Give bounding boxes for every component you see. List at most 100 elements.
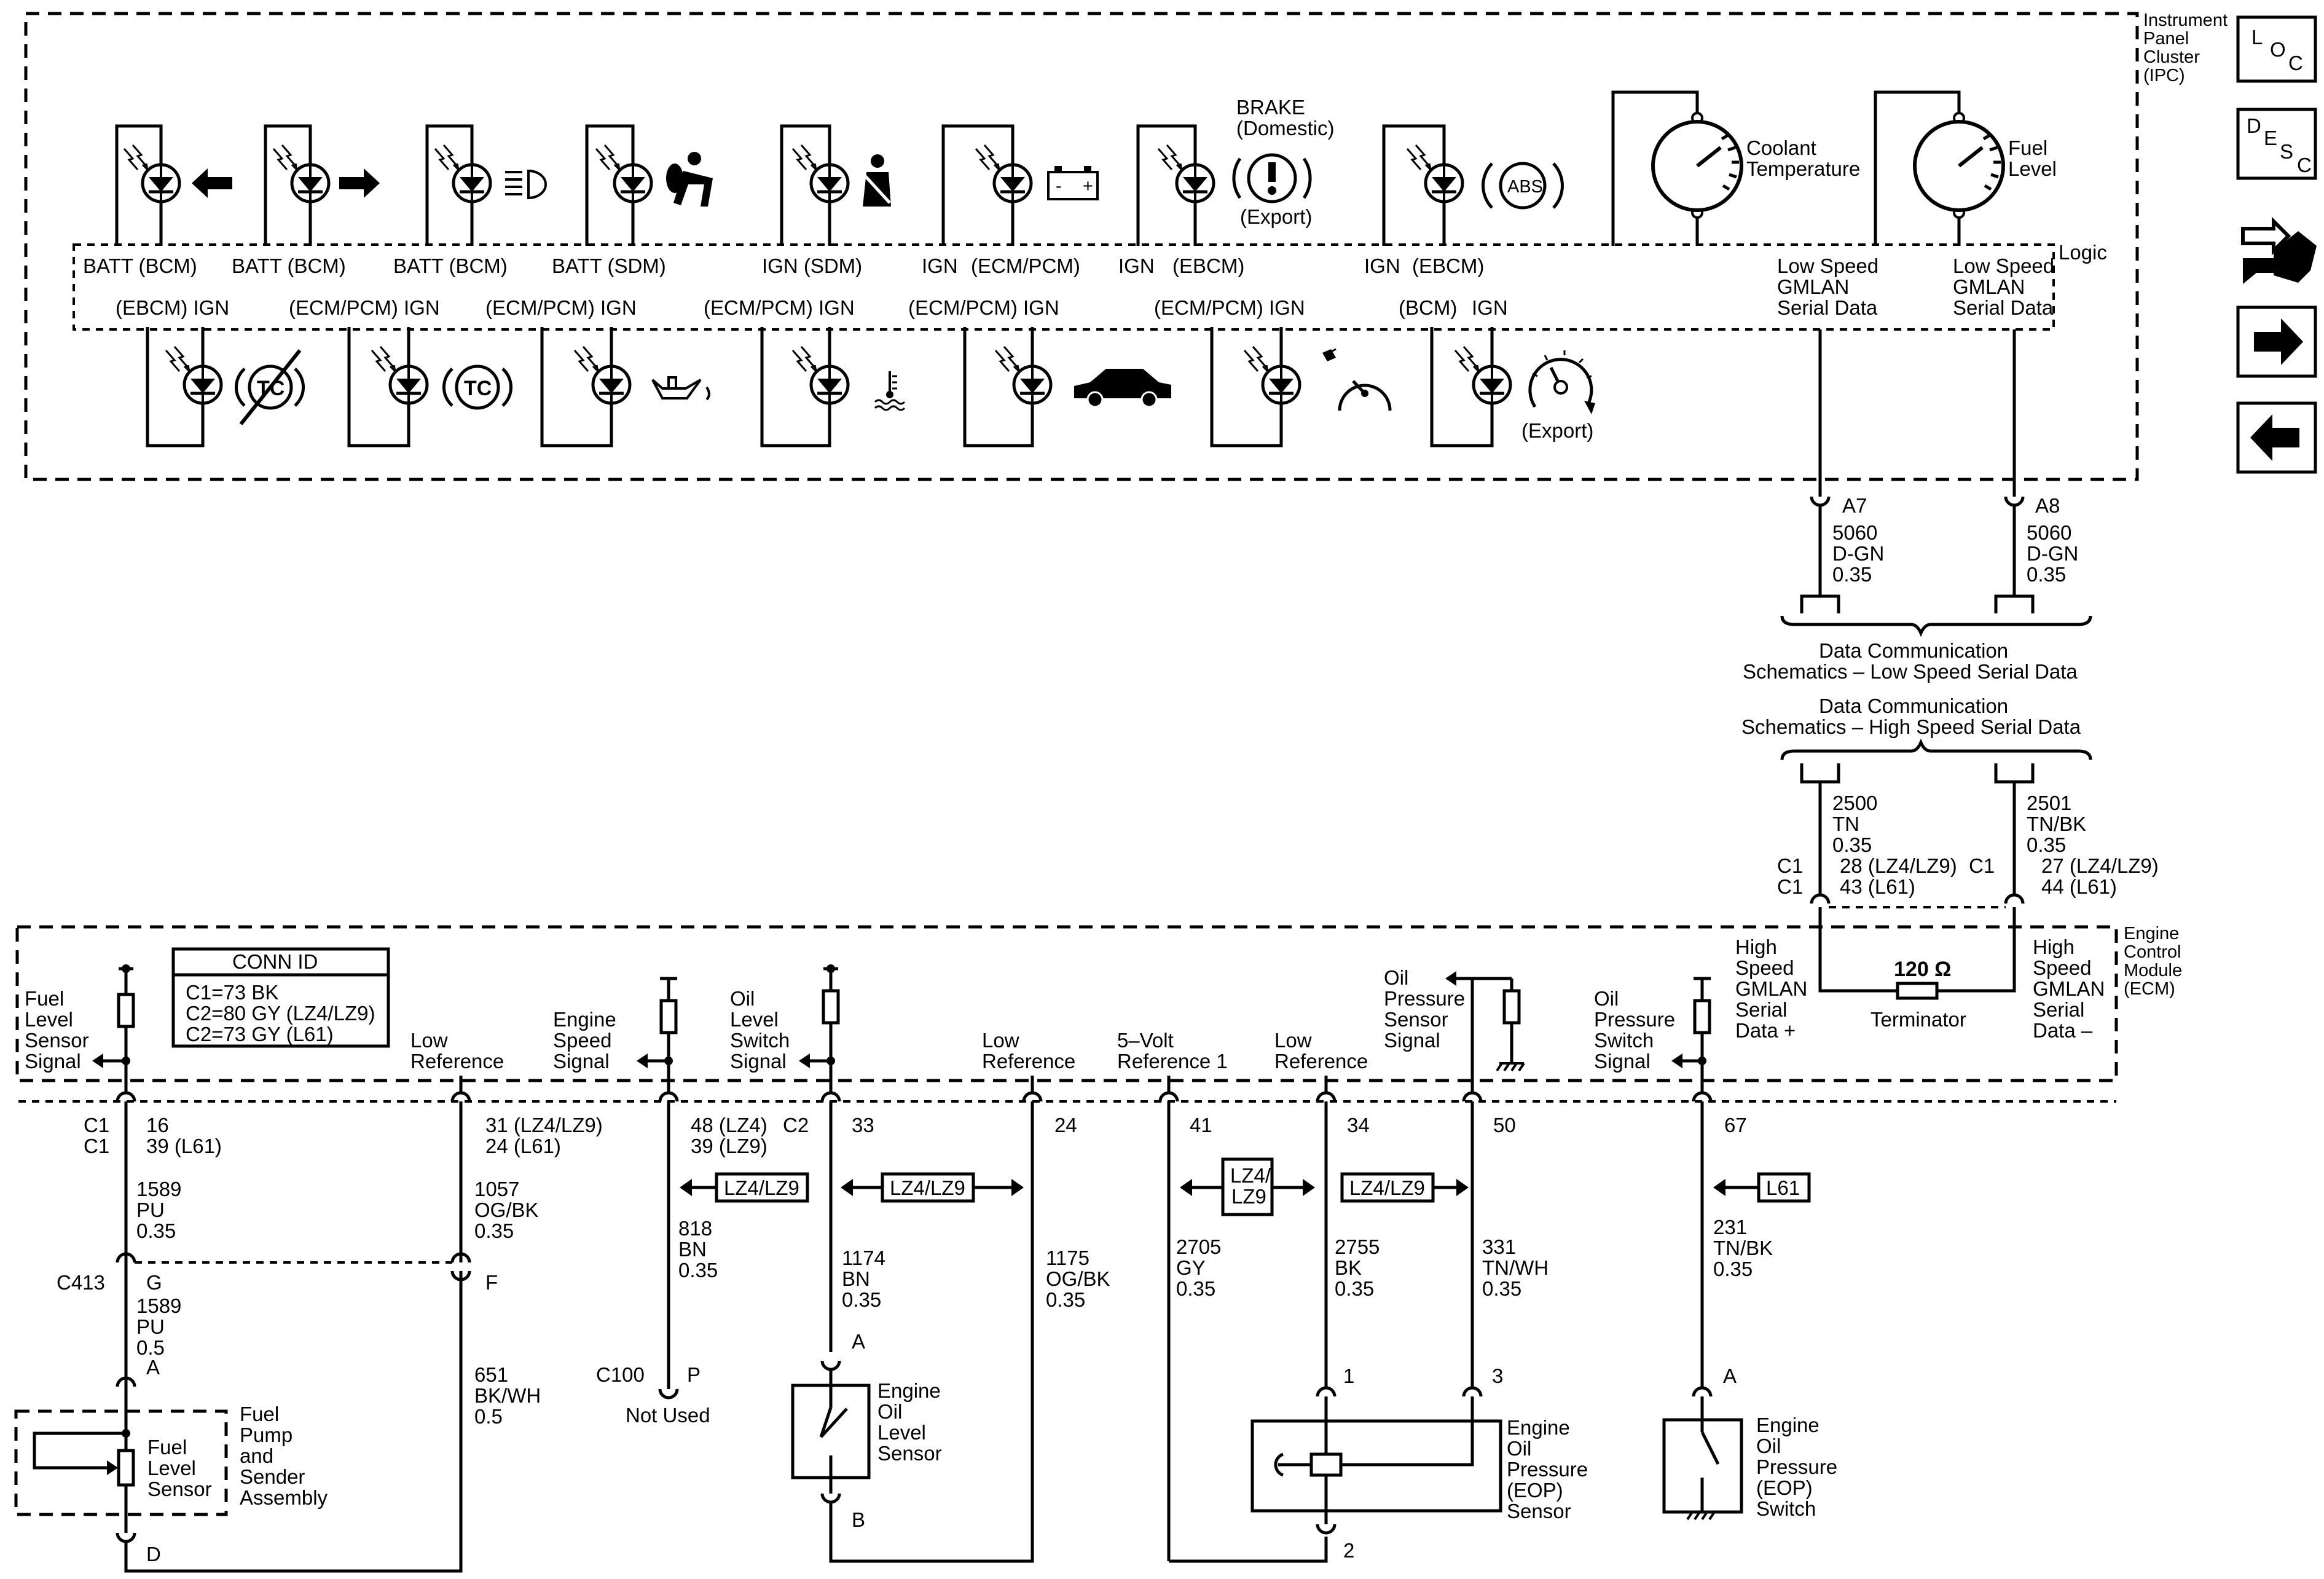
component-label: Fuel <box>147 1436 187 1459</box>
speedometer-icon <box>1322 348 1392 411</box>
lamp-label: BATT (SDM) <box>552 254 666 277</box>
conn-id-line: C1=73 BK <box>186 981 278 1004</box>
pin-label: 2 <box>1343 1539 1354 1562</box>
gauge-label: Coolant <box>1746 136 1816 159</box>
conn-id-line: C2=80 GY (LZ4/LZ9) <box>186 1002 375 1025</box>
bottom-lamps: TC (EBCM) IGN TC (ECM/PCM) IGN (ECM/PCM)… <box>116 296 1595 447</box>
lamp-label: (ECM/PCM) IGN <box>289 296 440 319</box>
wire-label: 5060 <box>1832 521 1877 544</box>
lamp-label: (EBCM) <box>1172 254 1244 277</box>
component-label: Sender <box>240 1465 305 1488</box>
conn-label: C413 <box>57 1271 105 1294</box>
vref-circuit: 41 LZ4/ LZ9 2705 GY 0.35 <box>1167 1101 1328 1563</box>
logic-label: Logic <box>2059 241 2107 264</box>
terminator-resistor <box>1896 982 1939 1000</box>
loc-button[interactable]: L O C <box>2236 15 2317 83</box>
wire-label: 0.35 <box>1832 833 1872 856</box>
svg-text:GMLAN: GMLAN <box>1735 977 1807 1000</box>
traction-off-icon: TC <box>235 349 305 425</box>
low-speed-gmlan-labels: Low Speed GMLAN Serial Data Low Speed GM… <box>1777 254 2054 319</box>
svg-text:Oil: Oil <box>1594 987 1619 1010</box>
left-turn-arrow-icon <box>192 168 232 198</box>
lamp-label: BATT (BCM) <box>393 254 508 277</box>
gauges: Coolant Temperature Fuel Level <box>1611 90 2057 246</box>
pin-label: A <box>1723 1364 1737 1387</box>
pin-label: 39 (L61) <box>146 1135 222 1157</box>
battery-icon: - + <box>1047 166 1099 200</box>
svg-text:Switch: Switch <box>1594 1029 1654 1052</box>
wire-label: 1589 <box>136 1178 181 1200</box>
conn-id-title: CONN ID <box>232 950 318 973</box>
nav-buttons: L O C D E S C <box>2236 15 2317 474</box>
svg-text:Reference: Reference <box>1274 1050 1368 1073</box>
ipc-title-line: Panel <box>2143 29 2189 49</box>
component-label: Switch <box>1756 1497 1816 1520</box>
not-used-label: Not Used <box>626 1404 710 1427</box>
wire-label: 2755 <box>1335 1235 1380 1258</box>
svg-text:Speed: Speed <box>1735 956 1794 979</box>
option-tag: LZ4/LZ9 <box>724 1176 799 1199</box>
wire-label: 2705 <box>1176 1235 1221 1258</box>
ipc-title-line: (IPC) <box>2143 66 2185 85</box>
desc-button[interactable]: D E S C <box>2236 108 2317 180</box>
gmlan-label: Serial Data <box>1777 296 1878 319</box>
component-label: Engine <box>1507 1416 1570 1439</box>
svg-text:Signal: Signal <box>553 1050 610 1073</box>
engine-speed-circuit: 48 (LZ4) 39 (LZ9) LZ4/LZ9 818 BN 0.35 C1… <box>596 1101 809 1427</box>
ecm-internal <box>92 964 1711 1093</box>
right-arrow-icon[interactable] <box>2236 305 2317 378</box>
pin-label: 48 (LZ4) <box>691 1114 767 1136</box>
svg-text:Signal: Signal <box>1594 1050 1651 1073</box>
svg-text:Data +: Data + <box>1735 1019 1796 1042</box>
svg-text:High: High <box>1735 935 1777 958</box>
conn-label: C1 <box>84 1114 109 1136</box>
wire-label: 0.35 <box>1482 1277 1521 1300</box>
wire-label: OG/BK <box>1046 1267 1110 1290</box>
conn-id-line: C2=73 GY (L61) <box>186 1023 334 1045</box>
pin-label: 3 <box>1492 1364 1503 1387</box>
wire-label: 0.35 <box>2027 563 2066 586</box>
svg-text:Module: Module <box>2124 961 2182 980</box>
pin-label: 16 <box>146 1114 169 1136</box>
wire-label: 1057 <box>474 1178 519 1200</box>
svg-text:E: E <box>2264 127 2277 149</box>
svg-text:Sensor: Sensor <box>1384 1008 1448 1031</box>
wire-label: 0.35 <box>1046 1288 1085 1311</box>
wire-label: 818 <box>678 1217 712 1240</box>
lamp-label: IGN <box>922 254 958 277</box>
svg-text:Oil: Oil <box>1384 966 1408 989</box>
gmlan-label: Low Speed <box>1777 254 1878 277</box>
eop-sensor-circuit: 34 LZ4/LZ9 2755 BK 0.35 1 50 331 TN/WH 0… <box>1250 1101 1588 1562</box>
fuel-level-circuit: C1 C1 16 39 (L61) 1589 PU 0.35 C413 G 15… <box>14 1101 463 1573</box>
conn-label: C1 <box>1777 875 1803 898</box>
component-label: Engine <box>877 1379 941 1402</box>
option-tag: LZ9 <box>1231 1185 1266 1208</box>
lamp-label: (EBCM) IGN <box>116 296 229 319</box>
pin-label: A8 <box>2035 494 2060 517</box>
component-label: Engine <box>1756 1414 1820 1436</box>
lamp-label: (EBCM) <box>1412 254 1484 277</box>
svg-text:Speed: Speed <box>2033 956 2091 979</box>
wire-label: 0.35 <box>136 1219 176 1242</box>
gmlan-label: Low Speed <box>1953 254 2054 277</box>
pin-label: G <box>146 1271 162 1294</box>
ipc-title-line: Cluster <box>2143 47 2200 67</box>
component-label: (EOP) <box>1507 1479 1563 1502</box>
pin-label: 33 <box>852 1114 874 1136</box>
component-label: and <box>240 1444 273 1467</box>
wire-label: BN <box>678 1238 707 1261</box>
svg-text:GMLAN: GMLAN <box>2033 977 2105 1000</box>
gmlan-label: Serial Data <box>1953 296 2054 319</box>
pin-label: 24 (L61) <box>485 1135 561 1157</box>
pin-label: 50 <box>1493 1114 1516 1136</box>
svg-text:Control: Control <box>2124 942 2181 962</box>
wire-label: 0.35 <box>1335 1277 1374 1300</box>
left-arrow-icon[interactable] <box>2236 401 2317 474</box>
abs-icon: ABS <box>1482 162 1564 210</box>
connector-icon[interactable] <box>2241 216 2317 284</box>
car-icon <box>1074 369 1171 408</box>
wire-label: 0.35 <box>1713 1258 1753 1280</box>
svg-text:D: D <box>2247 114 2261 137</box>
gauge-label: Level <box>2008 157 2057 180</box>
component-label: Level <box>147 1457 196 1479</box>
